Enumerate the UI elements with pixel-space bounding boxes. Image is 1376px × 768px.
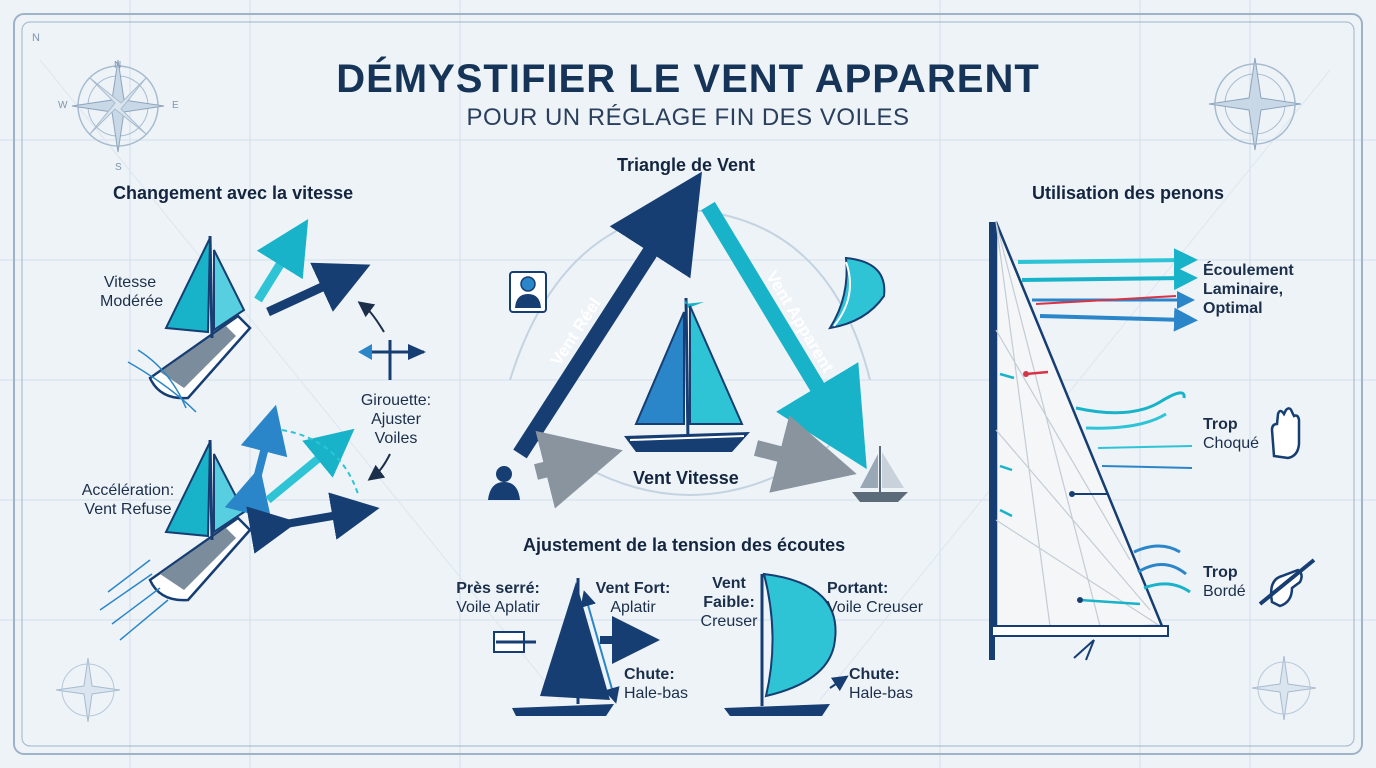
compass-top-west: W [58,100,68,111]
mainsail-diagram [989,221,1169,660]
page-title: DÉMYSTIFIER LE VENT APPARENT [336,57,1040,101]
true-wind-arrow [513,171,703,459]
boom-vang-icon [1073,639,1095,661]
laminar-flow-lines [1017,248,1198,332]
compass-rose-bottom-right [1251,655,1317,721]
stalled-line-1: Trop [1203,416,1238,433]
downwind-line-2: Voile Creuser [827,598,924,616]
center-sailboat [624,296,750,452]
wind-vane-line-3: Voiles [374,429,418,447]
person-icon-bottom [488,466,520,500]
strong-wind-line-2: Aplatir [610,598,656,616]
acceleration-boat [99,439,252,641]
leech-left-line-1: Chute: [624,666,675,683]
downwind-label: Portant: Voile Creuser [827,580,923,618]
stalled-label: Trop Choqué [1203,416,1259,454]
light-wind-label: Vent Faible: Creuser [696,575,762,632]
overtrimmed-line-2: Bordé [1203,582,1246,600]
leech-right-line-1: Chute: [849,666,900,683]
triangle-section-heading: Triangle de Vent [617,155,756,175]
moderate-speed-line-1: Vitesse [103,274,157,291]
leech-left-label: Chute: Hale-bas [624,666,688,704]
flat-sail [512,578,620,716]
downwind-line-1: Portant: [827,580,889,597]
acceleration-line-1: Accélération: [81,482,175,499]
pointing-hand-icon [493,616,660,664]
laminar-line-2: Laminaire, [1203,280,1284,298]
wind-vane-label: Girouette: Ajuster Voiles [356,392,436,449]
compass-rose-top-right [1208,57,1302,151]
compass-top-east: E [172,100,179,111]
compass-north-label: N [32,32,40,44]
hand-stop-icon [1270,407,1301,460]
hand-rope-icon [1258,558,1316,608]
acceleration-line-2: Vent Refuse [84,500,172,518]
person-icon-top [509,271,547,313]
telltale-markers [999,370,1141,606]
leech-right-label: Chute: Hale-bas [849,666,913,704]
laminar-line-3: Optimal [1203,299,1263,317]
telltales-section-heading: Utilisation des penons [1032,183,1225,203]
light-wind-line-1: Vent [712,575,746,592]
compass-rose-bottom-left [55,657,121,723]
moderate-speed-label: Vitesse Modérée [100,274,164,312]
close-hauled-line-2: Voile Aplatir [456,598,540,616]
overtrimmed-flow-lines [1133,544,1191,594]
leech-right-line-2: Hale-bas [849,684,914,702]
compass-top-north: N [114,60,122,71]
moderate-speed-boat [127,235,252,413]
laminar-flow-label: Écoulement Laminaire, Optimal [1203,262,1294,319]
overtrimmed-line-1: Trop [1203,564,1238,581]
full-sail [724,572,849,716]
close-hauled-label: Près serré: Voile Aplatir [450,580,546,618]
frame-border [13,13,1363,755]
speed-wind-arrows [534,415,857,509]
stalled-line-2: Choqué [1203,434,1260,452]
small-sailboat-icon [852,446,908,502]
apparent-wind-arrow [701,201,867,470]
strong-wind-label: Vent Fort: Aplatir [594,580,672,618]
overtrimmed-label: Trop Bordé [1203,564,1246,602]
speed-wind-label: Vent Vitesse [633,468,739,488]
page-subtitle: POUR UN RÉGLAGE FIN DES VOILES [466,104,910,131]
leech-left-line-2: Hale-bas [624,684,689,702]
light-wind-line-3: Creuser [700,612,758,630]
wind-vane-line-2: Ajuster [371,410,421,428]
acceleration-arrows [224,404,380,554]
moderate-speed-line-2: Modérée [100,292,164,310]
sheet-section-heading: Ajustement de la tension des écoutes [523,535,846,555]
wind-vane-icon [357,301,426,481]
speed-section-heading: Changement avec la vitesse [113,183,354,203]
laminar-line-1: Écoulement [1203,262,1294,279]
spinnaker-icon [827,256,886,330]
moderate-speed-arrows [254,219,371,317]
stalled-flow-lines [1075,391,1193,469]
close-hauled-line-1: Près serré: [456,580,540,597]
acceleration-label: Accélération: Vent Refuse [72,482,184,520]
compass-rose-top-left [71,59,165,153]
strong-wind-line-1: Vent Fort: [595,580,671,597]
compass-top-south: S [115,162,122,173]
wind-vane-line-1: Girouette: [360,392,432,409]
light-wind-line-2: Faible: [703,593,755,611]
